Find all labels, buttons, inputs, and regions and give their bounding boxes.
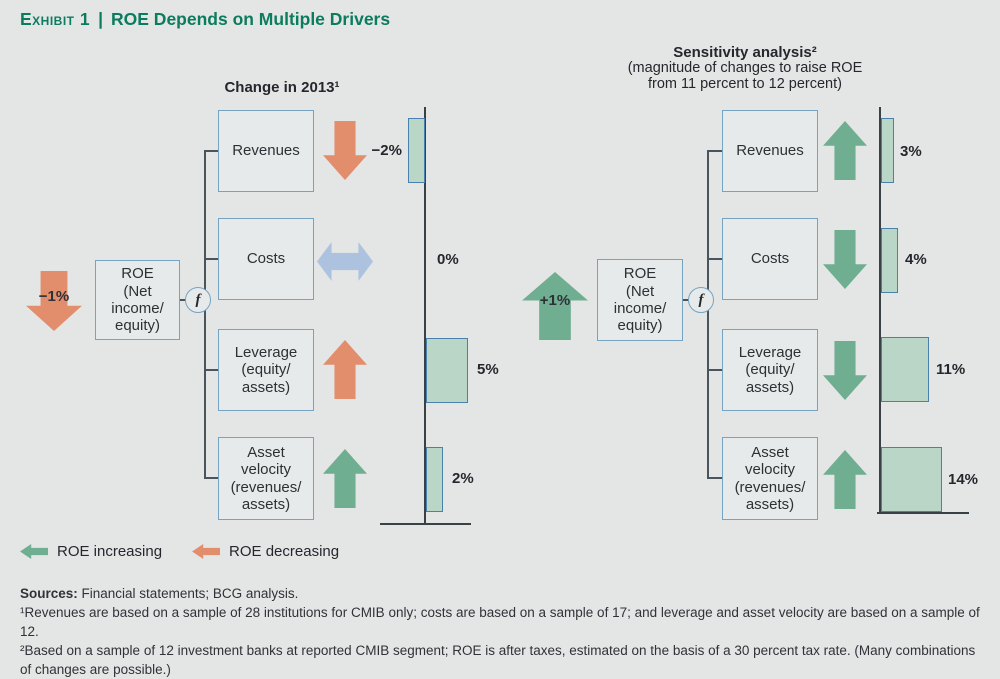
right-roe-change-value: +1% [539,292,571,309]
left-roe-connector [180,299,186,301]
right-costs-box: Costs [722,218,818,300]
exhibit-number: Exhibit 1 [20,9,91,29]
right-roe-connector [683,299,689,301]
left-panel-title: Change in 2013¹ [224,79,340,96]
left-asset-velocity-up-arrow-icon [323,449,367,508]
left-stub-asset-velocity [204,477,218,479]
left-function-icon: f [185,287,211,313]
left-asset-velocity-value: 2% [452,470,474,487]
right-revenues-bar [881,118,895,183]
right-revenues-box: Revenues [722,110,818,192]
right-roe-box: ROE (Net income/ equity) [597,259,683,341]
right-costs-value: 4% [905,251,927,268]
left-asset-velocity-bar [426,447,443,512]
footnote-2: ²Based on a sample of 12 investment bank… [20,643,976,677]
right-asset-velocity-box: Asset velocity (revenues/ assets) [722,437,818,520]
left-leverage-bar [426,338,468,403]
right-leverage-value: 11% [936,361,966,378]
left-costs-flat-arrow-icon [317,242,373,281]
right-stub-costs [707,258,722,260]
left-stub-costs [204,258,218,260]
left-roe-box: ROE (Net income/ equity) [95,260,180,340]
legend-item-decreasing: ROE decreasing [192,543,339,560]
roe-increasing-arrow-icon [20,544,48,559]
roe-decreasing-arrow-icon [192,544,221,559]
right-revenues-up-arrow-icon [823,121,867,180]
left-revenues-box: Revenues [218,110,314,192]
left-bracket-line [204,151,206,479]
right-bracket-line [707,151,709,479]
right-stub-leverage [707,369,722,371]
left-leverage-box: Leverage (equity/ assets) [218,329,314,411]
right-leverage-bar [881,337,929,402]
left-leverage-up-arrow-icon [323,340,367,399]
exhibit-title-text: ROE Depends on Multiple Drivers [111,9,391,29]
right-leverage-down-arrow-icon [823,341,867,400]
right-panel-title-main: Sensitivity analysis² [673,44,817,61]
left-costs-value: 0% [437,251,459,268]
footnotes: Sources: Financial statements; BCG analy… [20,584,982,679]
right-panel-title: Sensitivity analysis² (magnitude of chan… [555,44,935,93]
right-stub-asset-velocity [707,477,722,479]
left-stub-leverage [204,369,218,371]
left-asset-velocity-box: Asset velocity (revenues/ assets) [218,437,314,520]
right-zero-axis [879,107,881,513]
left-revenues-value: −2% [371,142,402,159]
right-revenues-value: 3% [900,143,922,160]
right-asset-velocity-up-arrow-icon [823,450,867,509]
right-panel-subtitle: (magnitude of changes to raise ROE from … [627,60,863,92]
left-zero-axis [424,107,426,524]
right-costs-bar [881,228,899,293]
right-stub-revenues [707,150,722,152]
left-baseline [380,523,471,525]
sources-label: Sources: [20,586,78,601]
sources-text: Financial statements; BCG analysis. [77,586,299,601]
right-baseline [877,512,969,514]
left-costs-box: Costs [218,218,314,300]
left-leverage-value: 5% [477,361,499,378]
legend-label-decreasing: ROE decreasing [229,543,340,560]
sources-line: Sources: Financial statements; BCG analy… [20,584,982,603]
title-separator: | [98,9,104,29]
left-revenues-bar [408,118,425,183]
legend-item-increasing: ROE increasing [20,543,162,560]
legend-label-increasing: ROE increasing [57,543,163,560]
left-stub-revenues [204,150,218,152]
footnote-1: ¹Revenues are based on a sample of 28 in… [20,605,980,639]
right-function-icon: f [688,287,714,313]
right-costs-down-arrow-icon [823,230,867,289]
right-leverage-box: Leverage (equity/ assets) [722,329,818,411]
legend: ROE increasing ROE decreasing [20,543,369,560]
left-roe-change-value: −1% [38,288,70,305]
right-asset-velocity-bar [881,447,942,512]
right-asset-velocity-value: 14% [948,471,979,488]
exhibit-title: Exhibit 1 | ROE Depends on Multiple Driver… [20,9,390,30]
